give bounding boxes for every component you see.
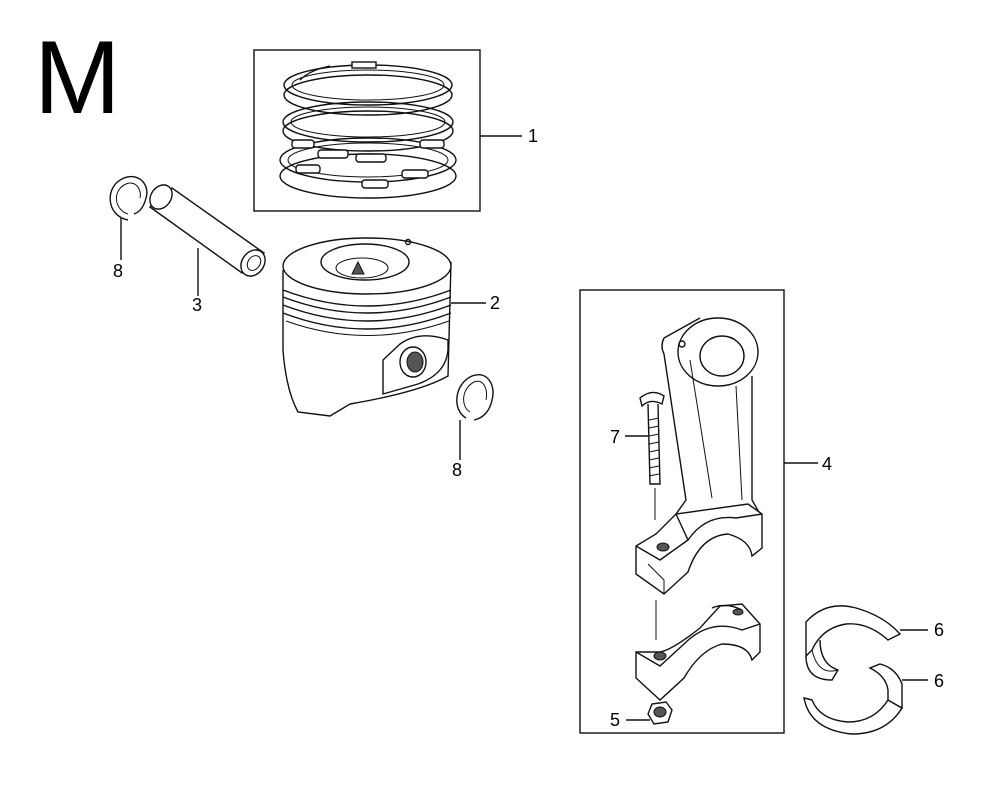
- piston-pin[interactable]: [145, 181, 270, 296]
- connecting-rod-assembly[interactable]: [579, 289, 818, 734]
- circlip-right[interactable]: [456, 374, 494, 460]
- callout-4: 4: [822, 454, 833, 474]
- callout-1: 1: [528, 126, 539, 146]
- callout-8-right: 8: [452, 460, 463, 480]
- page-letter: M: [34, 20, 121, 136]
- callout-2: 2: [490, 293, 501, 313]
- bearing-shell-lower[interactable]: [803, 663, 928, 735]
- piston-ring-set[interactable]: [253, 49, 522, 212]
- circlip-left[interactable]: [109, 175, 148, 260]
- ring-set-frame: [253, 49, 481, 212]
- callout-6-upper: 6: [934, 620, 945, 640]
- callout-7: 7: [610, 427, 621, 447]
- callout-3: 3: [192, 295, 203, 315]
- callout-5: 5: [610, 710, 621, 730]
- rod-assembly-frame: [579, 289, 785, 734]
- callout-6-lower: 6: [934, 671, 945, 691]
- bearing-shell-upper[interactable]: [805, 605, 928, 681]
- callout-8-left: 8: [113, 261, 124, 281]
- piston[interactable]: [282, 237, 486, 417]
